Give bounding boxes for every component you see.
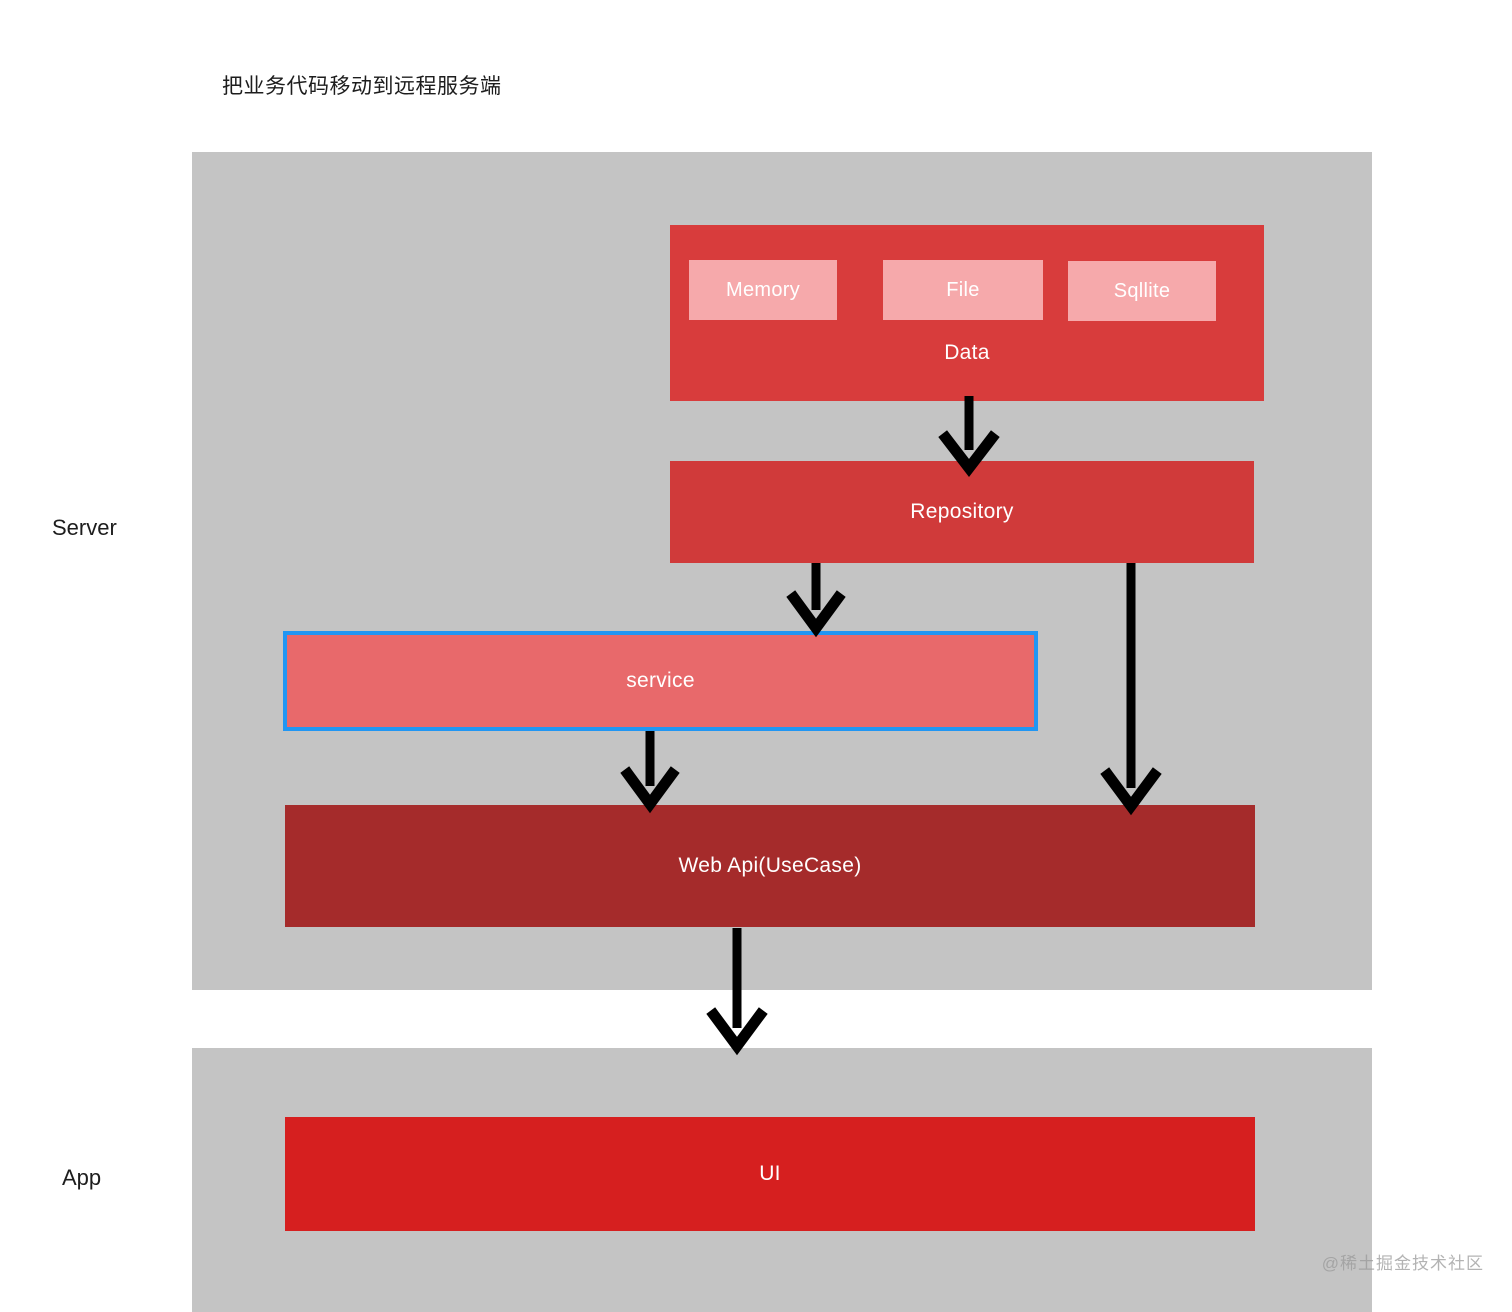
service-box[interactable]: service <box>283 631 1038 731</box>
data-source-memory[interactable]: Memory <box>689 260 837 320</box>
webapi-box[interactable]: Web Api(UseCase) <box>285 805 1255 927</box>
data-source-sqllite[interactable]: Sqllite <box>1068 261 1216 321</box>
diagram-title: 把业务代码移动到远程服务端 <box>222 75 502 98</box>
data-source-file[interactable]: File <box>883 260 1043 320</box>
side-label-app: App <box>62 1165 102 1190</box>
watermark: @稀土掘金技术社区 <box>1321 1254 1484 1273</box>
ui-box[interactable]: UI <box>285 1117 1255 1231</box>
data-box-label: Data <box>944 341 990 364</box>
side-label-server: Server <box>52 515 117 540</box>
repository-box[interactable]: Repository <box>670 461 1254 563</box>
